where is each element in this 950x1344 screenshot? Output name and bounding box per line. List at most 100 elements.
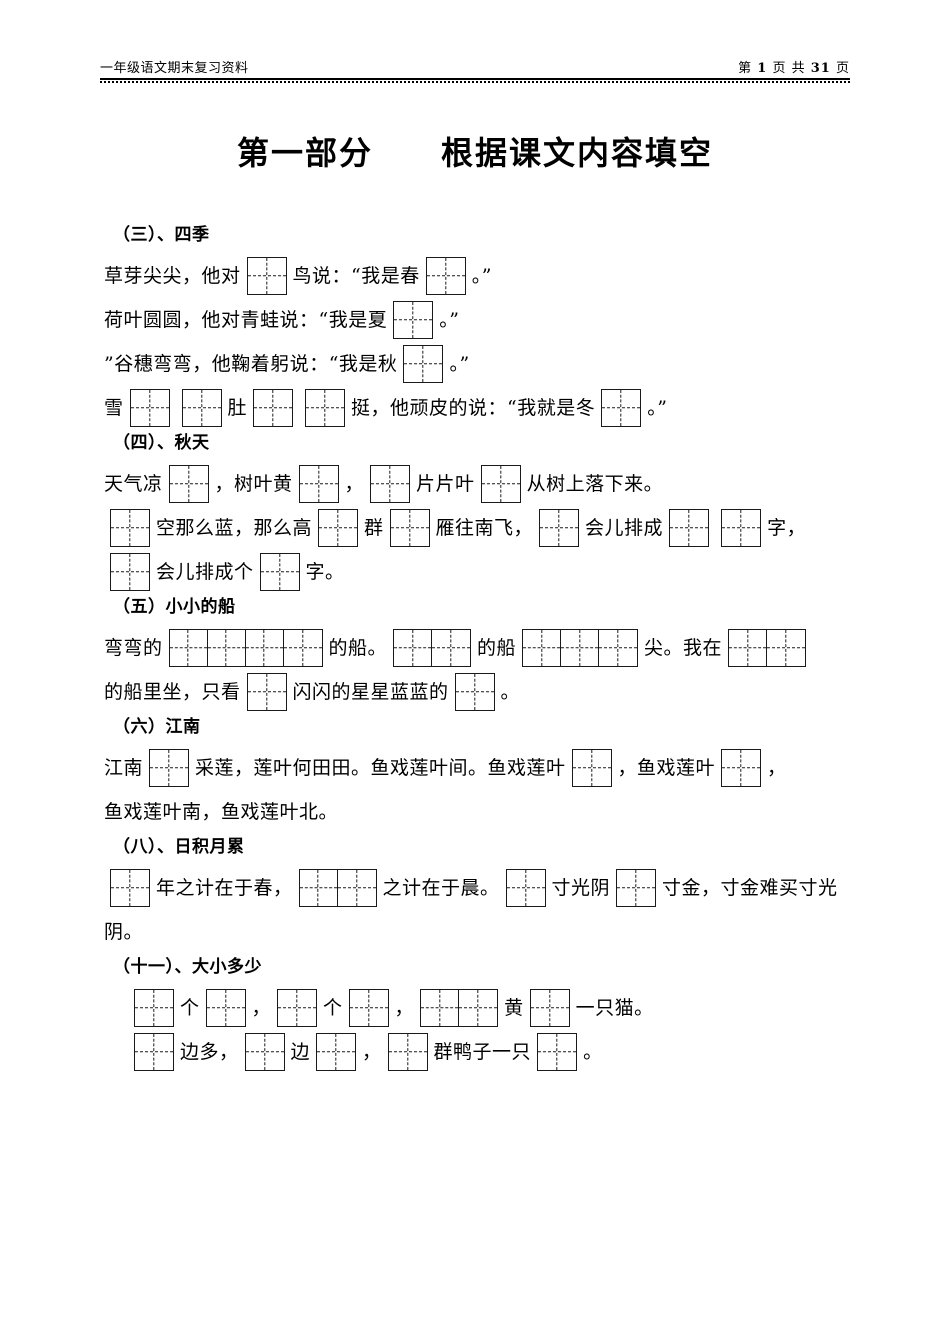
grid-cell[interactable]: [246, 1034, 284, 1070]
answer-grid-box[interactable]: [721, 509, 762, 547]
answer-grid-box[interactable]: [420, 989, 499, 1027]
grid-cell[interactable]: [261, 554, 299, 590]
grid-cell[interactable]: [432, 630, 470, 666]
answer-grid-box[interactable]: [253, 389, 294, 427]
answer-grid-box[interactable]: [601, 389, 642, 427]
grid-cell[interactable]: [482, 466, 520, 502]
answer-grid-box[interactable]: [454, 673, 495, 711]
grid-cell[interactable]: [111, 510, 149, 546]
answer-grid-box[interactable]: [522, 629, 639, 667]
grid-cell[interactable]: [540, 510, 578, 546]
grid-cell[interactable]: [722, 510, 760, 546]
answer-grid-box[interactable]: [537, 1033, 578, 1071]
answer-grid-box[interactable]: [298, 869, 377, 907]
grid-cell[interactable]: [300, 466, 338, 502]
answer-grid-box[interactable]: [316, 1033, 357, 1071]
grid-cell[interactable]: [111, 870, 149, 906]
answer-grid-box[interactable]: [721, 749, 762, 787]
answer-grid-box[interactable]: [728, 629, 807, 667]
answer-grid-box[interactable]: [370, 465, 411, 503]
answer-grid-box[interactable]: [149, 749, 190, 787]
grid-cell[interactable]: [254, 390, 292, 426]
grid-cell[interactable]: [111, 554, 149, 590]
grid-cell[interactable]: [670, 510, 708, 546]
grid-cell[interactable]: [729, 630, 768, 666]
answer-grid-box[interactable]: [305, 389, 346, 427]
grid-cell[interactable]: [278, 990, 316, 1026]
grid-cell[interactable]: [135, 990, 173, 1026]
grid-cell[interactable]: [538, 1034, 576, 1070]
answer-grid-box[interactable]: [298, 465, 339, 503]
answer-grid-box[interactable]: [181, 389, 222, 427]
grid-cell[interactable]: [617, 870, 655, 906]
grid-cell[interactable]: [300, 870, 338, 906]
answer-grid-box[interactable]: [403, 345, 444, 383]
grid-cell[interactable]: [170, 466, 208, 502]
answer-grid-box[interactable]: [244, 1033, 285, 1071]
answer-grid-box[interactable]: [389, 509, 430, 547]
grid-cell[interactable]: [246, 630, 284, 666]
answer-grid-box[interactable]: [259, 553, 300, 591]
answer-grid-box[interactable]: [539, 509, 580, 547]
grid-cell[interactable]: [338, 870, 376, 906]
answer-grid-box[interactable]: [571, 749, 612, 787]
grid-cell[interactable]: [523, 630, 562, 666]
answer-grid-box[interactable]: [134, 1033, 174, 1071]
answer-grid-box[interactable]: [348, 989, 389, 1027]
grid-cell[interactable]: [602, 390, 640, 426]
grid-cell[interactable]: [131, 390, 169, 426]
answer-grid-box[interactable]: [669, 509, 710, 547]
grid-cell[interactable]: [170, 630, 208, 666]
grid-cell[interactable]: [507, 870, 545, 906]
grid-cell[interactable]: [599, 630, 637, 666]
grid-cell[interactable]: [248, 674, 286, 710]
answer-grid-box[interactable]: [110, 553, 150, 591]
answer-grid-box[interactable]: [110, 869, 150, 907]
grid-cell[interactable]: [371, 466, 409, 502]
grid-cell[interactable]: [404, 346, 442, 382]
grid-cell[interactable]: [421, 990, 460, 1026]
answer-grid-box[interactable]: [129, 389, 170, 427]
answer-grid-box[interactable]: [393, 629, 472, 667]
grid-cell[interactable]: [722, 750, 760, 786]
answer-grid-box[interactable]: [110, 509, 150, 547]
grid-cell[interactable]: [248, 258, 286, 294]
answer-grid-box[interactable]: [205, 989, 246, 1027]
answer-grid-box[interactable]: [246, 257, 287, 295]
answer-grid-box[interactable]: [168, 629, 323, 667]
grid-cell[interactable]: [767, 630, 805, 666]
grid-cell[interactable]: [561, 630, 600, 666]
answer-grid-box[interactable]: [425, 257, 466, 295]
grid-cell[interactable]: [135, 1034, 173, 1070]
grid-cell[interactable]: [306, 390, 344, 426]
answer-grid-box[interactable]: [168, 465, 209, 503]
grid-cell[interactable]: [389, 1034, 427, 1070]
answer-grid-box[interactable]: [480, 465, 521, 503]
grid-cell[interactable]: [350, 990, 388, 1026]
grid-cell[interactable]: [284, 630, 322, 666]
grid-cell[interactable]: [394, 630, 433, 666]
answer-grid-box[interactable]: [616, 869, 657, 907]
grid-cell[interactable]: [531, 990, 569, 1026]
grid-cell[interactable]: [573, 750, 611, 786]
section-jiang-nan: （六）江南江南采莲，莲叶何田田。鱼戏莲叶间。鱼戏莲叶，鱼戏莲叶，鱼戏莲叶南，鱼戏…: [104, 714, 894, 834]
grid-cell[interactable]: [319, 510, 357, 546]
grid-cell[interactable]: [459, 990, 497, 1026]
grid-cell[interactable]: [317, 1034, 355, 1070]
grid-cell[interactable]: [207, 990, 245, 1026]
grid-cell[interactable]: [427, 258, 465, 294]
grid-cell[interactable]: [150, 750, 188, 786]
grid-cell[interactable]: [208, 630, 246, 666]
answer-grid-box[interactable]: [529, 989, 570, 1027]
grid-cell[interactable]: [183, 390, 221, 426]
answer-grid-box[interactable]: [134, 989, 174, 1027]
grid-cell[interactable]: [391, 510, 429, 546]
answer-grid-box[interactable]: [505, 869, 546, 907]
answer-grid-box[interactable]: [277, 989, 318, 1027]
grid-cell[interactable]: [456, 674, 494, 710]
answer-grid-box[interactable]: [387, 1033, 428, 1071]
grid-cell[interactable]: [394, 302, 432, 338]
answer-grid-box[interactable]: [246, 673, 287, 711]
answer-grid-box[interactable]: [393, 301, 434, 339]
answer-grid-box[interactable]: [318, 509, 359, 547]
